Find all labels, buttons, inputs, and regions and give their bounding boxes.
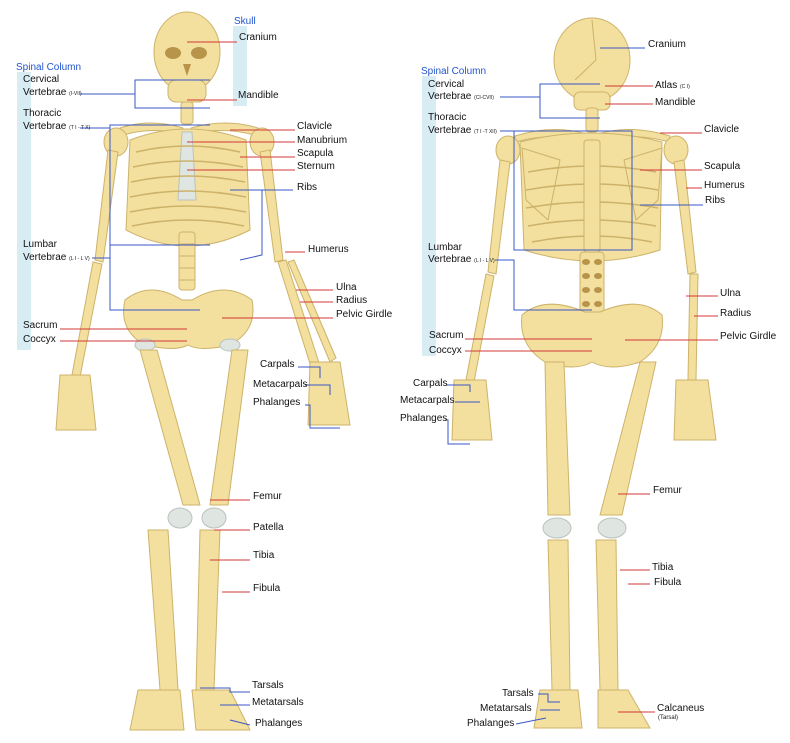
back-ribs-label: Ribs: [705, 195, 726, 206]
back-thoracic-label: Thoracic: [428, 112, 467, 123]
back-humerus-label: Humerus: [704, 180, 745, 191]
front-mandible-label: Mandible: [238, 90, 279, 101]
front-manubrium-label: Manubrium: [297, 135, 348, 146]
front-thoracic-label: Thoracic: [23, 108, 62, 119]
back-scapula-label: Scapula: [704, 161, 741, 172]
front-thoracic-vertebrae-label: Vertebrae (T I - T X): [23, 121, 91, 132]
back-pelvic-girdle-label: Pelvic Girdle: [720, 331, 777, 342]
back-spinal-group-label: Spinal Column: [421, 66, 487, 77]
front-coccyx-label: Coccyx: [23, 334, 56, 345]
back-tarsals-label: Tarsals: [502, 688, 534, 699]
front-sternum-label: Sternum: [297, 161, 335, 172]
front-phalanges-hand-label: Phalanges: [253, 397, 301, 408]
front-radius-label: Radius: [336, 295, 368, 306]
front-skull-group-label: Skull: [234, 16, 256, 27]
back-femur-label: Femur: [653, 485, 682, 496]
back-calcaneus-note: (Tarsal): [658, 715, 679, 721]
front-femur-label: Femur: [253, 491, 282, 502]
front-spinal-group-label: Spinal Column: [16, 62, 82, 73]
back-cervical-label: Cervical: [428, 79, 465, 90]
front-lumbar-label: Lumbar: [23, 239, 57, 250]
front-lumbar-vertebrae-label: Vertebrae (L I - L V): [23, 252, 90, 263]
back-atlas-label: Atlas (C I): [655, 80, 690, 91]
front-cranium-label: Cranium: [239, 32, 277, 43]
back-sacrum-label: Sacrum: [429, 330, 464, 341]
back-leaders: [445, 47, 718, 725]
front-skeleton: [55, 11, 351, 731]
back-thoracic-vertebrae-label: Vertebrae (T I -T XII): [428, 125, 497, 136]
back-metatarsals-label: Metatarsals: [480, 703, 532, 714]
front-clavicle-label: Clavicle: [297, 121, 333, 132]
back-ulna-label: Ulna: [720, 288, 741, 299]
front-leaders: [60, 41, 340, 726]
back-phalanges-foot-label: Phalanges: [467, 718, 515, 729]
front-cervical-vertebrae-label: Vertebrae (I-VII): [23, 87, 82, 98]
front-carpals-label: Carpals: [260, 359, 295, 370]
back-phalanges-hand-label: Phalanges: [400, 413, 448, 424]
front-fibula-label: Fibula: [253, 583, 281, 594]
front-tarsals-label: Tarsals: [252, 680, 284, 691]
back-carpals-label: Carpals: [413, 378, 448, 389]
back-tibia-label: Tibia: [652, 562, 674, 573]
front-phalanges-foot-label: Phalanges: [255, 718, 303, 729]
back-fibula-label: Fibula: [654, 577, 682, 588]
back-radius-label: Radius: [720, 308, 752, 319]
front-tibia-label: Tibia: [253, 550, 275, 561]
back-metacarpals-label: Metacarpals: [400, 395, 455, 406]
front-pelvic-girdle-label: Pelvic Girdle: [336, 309, 393, 320]
front-metatarsals-label: Metatarsals: [252, 697, 304, 708]
back-lumbar-vertebrae-label: Vertebrae (L I - L V): [428, 254, 495, 265]
front-ribs-label: Ribs: [297, 182, 318, 193]
back-lumbar-label: Lumbar: [428, 242, 462, 253]
back-cervical-vertebrae-label: Vertebrae (CI-CVII): [428, 91, 494, 102]
front-ulna-label: Ulna: [336, 282, 357, 293]
back-mandible-label: Mandible: [655, 97, 696, 108]
back-clavicle-label: Clavicle: [704, 124, 740, 135]
front-humerus-label: Humerus: [308, 244, 349, 255]
front-skull-bar: [233, 26, 247, 106]
front-scapula-label: Scapula: [297, 148, 334, 159]
back-coccyx-label: Coccyx: [429, 345, 462, 356]
front-patella-label: Patella: [253, 522, 284, 533]
back-spinal-bar: [422, 76, 436, 356]
front-sacrum-label: Sacrum: [23, 320, 58, 331]
back-cranium-label: Cranium: [648, 39, 686, 50]
back-calcaneus-label: Calcaneus: [657, 703, 705, 714]
front-cervical-label: Cervical: [23, 74, 60, 85]
front-spinal-bar: [17, 72, 31, 350]
front-metacarpals-label: Metacarpals: [253, 379, 308, 390]
